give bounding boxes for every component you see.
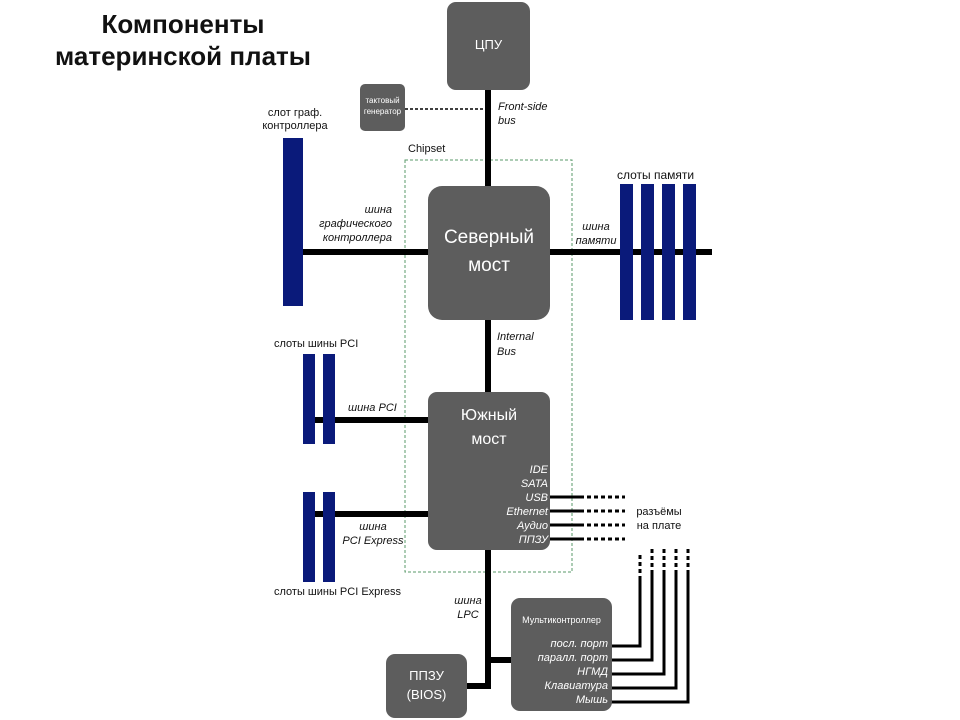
bios-line-2: (BIOS) xyxy=(406,687,447,702)
pci-slots-group xyxy=(303,354,335,444)
pcie-bus-line-1: шина xyxy=(359,521,387,533)
internal-bus-label: Internal Bus xyxy=(497,330,534,360)
internal-bus-line-1: Internal xyxy=(497,331,534,343)
northbridge-block xyxy=(428,186,550,320)
southbridge-label: Южный мост xyxy=(428,404,550,452)
superio-title: Мультиконтроллер xyxy=(522,615,601,625)
memory-bus-line-1: шина xyxy=(582,221,610,233)
superio-keyboard: Клавиатура xyxy=(544,680,608,692)
southbridge-port-lines xyxy=(548,495,580,541)
bios-block xyxy=(386,654,467,718)
cpu-label: ЦПУ xyxy=(474,37,503,52)
clock-line-1: тактовый xyxy=(365,96,400,105)
northbridge-label: Северный мост xyxy=(428,224,550,280)
southbridge-line-2: мост xyxy=(471,431,507,448)
superio-block xyxy=(511,598,612,711)
lpc-bus-label: шина LPC xyxy=(452,594,484,622)
clock-line-2: генератор xyxy=(363,107,402,116)
cpu-block xyxy=(447,2,530,90)
superio-items-list: посл. порт паралл. порт НГМД Клавиатура … xyxy=(512,637,608,707)
port-audio: Аудио xyxy=(516,520,548,532)
pcie-slots-label: слоты шины PCI Express xyxy=(274,586,402,598)
superio-floppy: НГМД xyxy=(577,666,608,678)
port-usb: USB xyxy=(525,492,548,504)
southbridge-ports-list: IDE SATA USB Ethernet Аудио ППЗУ xyxy=(470,463,548,547)
pcie-slots-group xyxy=(303,492,335,582)
lpc-line-2: LPC xyxy=(457,609,479,621)
pci-bus-label: шина PCI xyxy=(348,402,397,414)
memory-bus-label: шина памяти xyxy=(572,220,620,248)
superio-port-dashes xyxy=(638,548,690,580)
connectors-line-2: на плате xyxy=(636,520,682,532)
superio-parallel-port: паралл. порт xyxy=(537,652,608,664)
title-line-2: материнской платы xyxy=(55,41,311,71)
southbridge-port-dashes xyxy=(580,495,625,541)
fsb-line-1: Front-side xyxy=(498,101,548,113)
bios-line-1: ППЗУ xyxy=(409,668,444,683)
chipset-label: Chipset xyxy=(408,143,446,155)
lpc-line-1: шина xyxy=(454,595,482,607)
superio-port-lines xyxy=(610,574,690,704)
onboard-connectors-label: разъёмы на плате xyxy=(628,505,690,533)
clock-generator-label: тактовый генератор xyxy=(360,95,405,117)
southbridge-line-1: Южный xyxy=(460,407,518,424)
memory-bus-line-2: памяти xyxy=(575,235,617,247)
graphics-bus-label: шина графического контроллера xyxy=(300,203,392,245)
superio-mouse: Мышь xyxy=(575,694,608,706)
internal-bus-line-2: Bus xyxy=(497,346,516,358)
port-ide: IDE xyxy=(529,464,548,476)
graphics-bus-line-3: контроллера xyxy=(322,232,392,244)
graphics-bus-line-1: шина xyxy=(364,204,392,216)
graphics-slot xyxy=(283,138,303,306)
fsb-line-2: bus xyxy=(498,115,516,127)
graphics-slot-line-2: контроллера xyxy=(262,120,328,132)
memory-slots-label: слоты памяти xyxy=(617,168,695,182)
diagram-title: Компоненты материнской платы xyxy=(18,8,348,72)
graphics-slot-label: слот граф. контроллера xyxy=(255,107,335,133)
southbridge-block xyxy=(428,392,550,550)
port-sata: SATA xyxy=(520,478,548,490)
connectors-line-1: разъёмы xyxy=(636,506,682,518)
superio-serial-port: посл. порт xyxy=(550,638,608,650)
graphics-bus-line-2: графического xyxy=(319,218,392,230)
memory-slots-group xyxy=(620,184,696,320)
port-ethernet: Ethernet xyxy=(506,506,548,518)
fsb-label: Front-side bus xyxy=(498,100,548,128)
northbridge-line-1: Северный xyxy=(443,227,535,248)
pcie-bus-label: шина PCI Express xyxy=(337,520,409,548)
clock-generator-block xyxy=(360,84,405,131)
graphics-slot-line-1: слот граф. xyxy=(267,107,323,119)
bios-label: ППЗУ (BIOS) xyxy=(386,666,467,704)
pci-slots-label: слоты шины PCI xyxy=(274,338,359,350)
title-line-1: Компоненты xyxy=(101,9,265,39)
pcie-bus-line-2: PCI Express xyxy=(342,535,404,547)
port-rom: ППЗУ xyxy=(518,534,548,546)
northbridge-line-2: мост xyxy=(468,255,510,276)
